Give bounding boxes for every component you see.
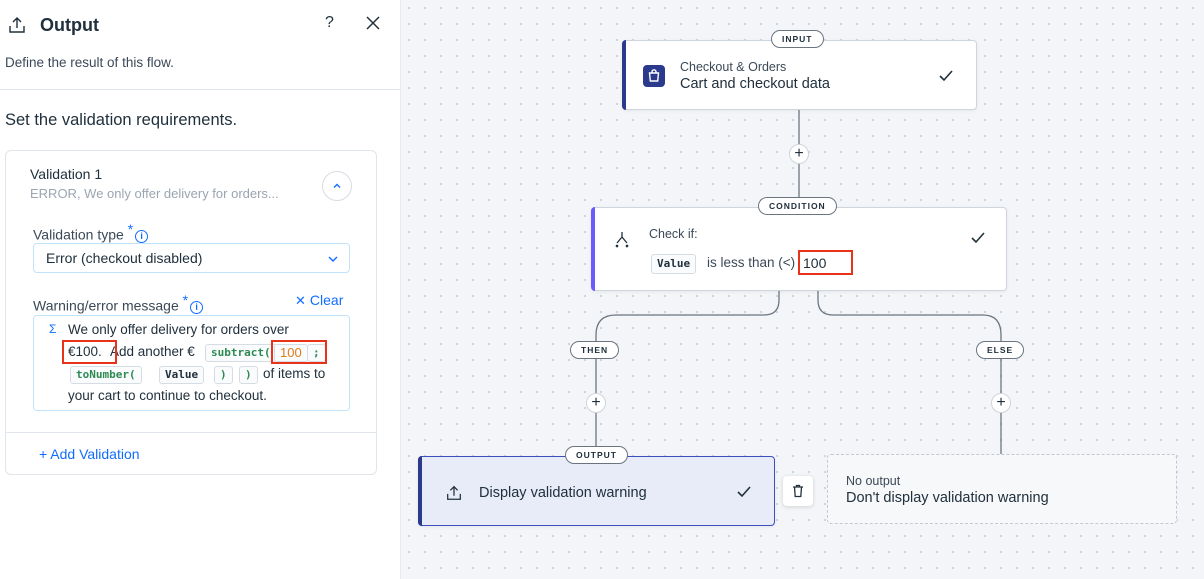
validation-type-label: Validation type *i [33,221,149,243]
no-output-label: No output [846,474,901,488]
info-icon[interactable]: i [135,229,149,243]
split-icon [615,232,629,248]
panel-header: Output ? Define the result of this flow. [0,0,400,90]
clear-button[interactable]: ✕Clear [295,292,343,309]
panel-title: Output [40,15,99,35]
variable-chip[interactable]: Value [651,254,697,274]
output-title: Display validation warning [479,485,647,501]
variable-chip[interactable]: Value [159,366,205,384]
clear-label: Clear [309,292,344,308]
delete-button[interactable] [783,476,813,506]
input-pill: INPUT [771,30,824,48]
function-chip[interactable]: subtract( [205,344,277,362]
message-text: your cart to continue to checkout. [68,388,267,403]
upload-icon [9,17,25,33]
input-title: Cart and checkout data [680,76,830,92]
then-pill: THEN [570,341,620,359]
trash-icon [793,484,803,498]
sigma-icon: Σ [49,322,57,336]
input-node[interactable]: Checkout & Orders Cart and checkout data [622,40,977,110]
output-panel: Output ? Define the result of this flow.… [0,0,401,579]
output-pill: OUTPUT [565,446,628,464]
flow-canvas[interactable]: Checkout & Orders Cart and checkout data… [401,0,1204,579]
add-step-button[interactable]: + [586,393,606,413]
validation-description: ERROR, We only offer delivery for orders… [30,186,279,201]
section-title: Set the validation requirements. [5,111,238,129]
check-icon [737,486,751,498]
upload-icon [447,485,461,500]
condition-label: Check if: [649,227,698,241]
message-text: Add another € [110,344,195,359]
else-pill: ELSE [976,341,1025,359]
condition-node[interactable]: Check if: Value is less than (<) 100 [591,207,1007,291]
paren-chip[interactable]: ) [214,366,233,384]
number-chip[interactable]: 100 [274,344,308,362]
close-icon: ✕ [295,293,306,308]
required-mark: * [127,221,134,237]
message-text: We only offer delivery for orders over [68,322,289,337]
add-step-button[interactable]: + [789,144,809,164]
validation-type-select[interactable]: Error (checkout disabled) [33,243,350,273]
condition-operator: is less than (<) [707,255,796,270]
collapse-button[interactable] [322,171,352,201]
validation-card: Validation 1 ERROR, We only offer delive… [5,150,377,475]
node-accent-bar [622,40,626,110]
condition-pill: CONDITION [758,197,837,215]
paren-chip[interactable]: ) [239,366,258,384]
close-icon[interactable] [364,14,382,32]
add-step-button[interactable]: + [991,393,1011,413]
function-chip[interactable]: toNumber( [70,366,142,384]
required-mark: * [182,292,189,308]
highlight-box [271,340,327,364]
chevron-down-icon [328,256,338,262]
highlight-box [62,340,117,364]
check-icon [971,232,985,244]
help-button[interactable]: ? [325,14,334,31]
no-output-title: Don't display validation warning [846,490,1049,506]
chevron-up-icon [333,183,341,188]
validation-name: Validation 1 [30,166,103,182]
node-accent-bar [591,207,595,291]
message-editor[interactable]: Σ We only offer delivery for orders over… [33,315,350,411]
validation-type-value: Error (checkout disabled) [46,250,203,266]
no-output-node[interactable]: No output Don't display validation warni… [827,454,1177,524]
panel-subtitle: Define the result of this flow. [5,55,174,70]
info-icon[interactable]: i [190,300,204,314]
node-accent-bar [418,456,422,526]
validation-type-label-text: Validation type [33,226,124,243]
input-category: Checkout & Orders [680,60,787,74]
add-validation-button[interactable]: + Add Validation [39,446,140,462]
condition-value: 100 [803,255,827,271]
highlight-box [798,250,853,275]
message-label: Warning/error message *i [33,292,204,314]
check-icon [939,70,953,82]
message-amount: €100. [68,344,102,359]
message-label-text: Warning/error message [33,297,179,314]
output-node[interactable]: Display validation warning [418,456,775,526]
message-text: of items to [263,366,326,381]
divider [6,432,376,433]
shopping-bag-icon [643,65,665,87]
